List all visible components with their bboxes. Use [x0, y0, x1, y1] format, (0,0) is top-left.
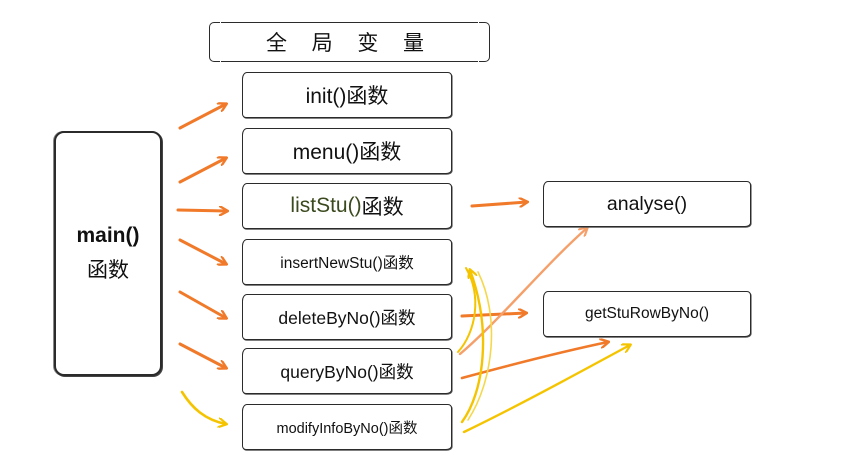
insertnewstu-function-label: insertNewStu()函数 [280, 255, 414, 272]
liststu-function-box: listStu()函数 [242, 183, 452, 229]
deletebyno-function-label: deleteByNo()函数 [278, 307, 416, 328]
modifyinfobyno-function-label: modifyInfoByNo()函数 [276, 420, 418, 437]
modifyinfobyno-function-box: modifyInfoByNo()函数 [242, 404, 452, 450]
global-variables-box: 全 局 变 量 [209, 22, 490, 62]
arrow-modify-to-insert-2 [467, 271, 493, 421]
querybyno-function-box: queryByNo()函数 [242, 348, 452, 394]
arrow-main-to-init [178, 104, 226, 130]
arrow-query-to-analyse [458, 228, 587, 356]
init-function-box: init()函数 [242, 72, 452, 118]
deletebyno-function-box: deleteByNo()函数 [242, 294, 452, 340]
arrow-main-to-list [176, 210, 227, 211]
menu-function-box: menu()函数 [242, 128, 452, 174]
getsturowbyno-function-box: getStuRowByNo() [543, 291, 751, 337]
main-function-name: main() [76, 223, 140, 247]
arrow-main-to-insert [178, 238, 226, 264]
arrow-main-to-delete [178, 290, 226, 318]
liststu-function-suffix: 函数 [361, 196, 404, 219]
getsturowbyno-function-label: getStuRowByNo() [584, 305, 710, 322]
insertnewstu-function-box: insertNewStu()函数 [242, 239, 452, 285]
main-function-suffix: 函数 [87, 257, 129, 282]
global-variables-label: 全 局 变 量 [265, 31, 434, 55]
querybyno-function-label: queryByNo()函数 [280, 361, 414, 382]
arrow-delete-to-getrow [460, 313, 526, 316]
init-function-label: init()函数 [305, 85, 389, 108]
main-function-box: main() 函数 [54, 131, 162, 376]
analyse-function-label: analyse() [606, 192, 688, 215]
menu-function-label: menu()函数 [292, 141, 402, 164]
arrow-main-to-modify [180, 390, 226, 424]
arrow-modify-to-getrow [462, 345, 630, 434]
arrow-query-to-getrow [460, 342, 608, 380]
arrow-modify-to-insert [460, 270, 485, 424]
arrow-main-to-menu [178, 158, 226, 184]
arrow-list-to-analyse [470, 202, 527, 206]
arrow-main-to-query [178, 342, 226, 368]
liststu-function-name: listStu() [290, 194, 362, 217]
analyse-function-box: analyse() [543, 181, 751, 227]
arrow-query-to-insert [457, 267, 477, 353]
